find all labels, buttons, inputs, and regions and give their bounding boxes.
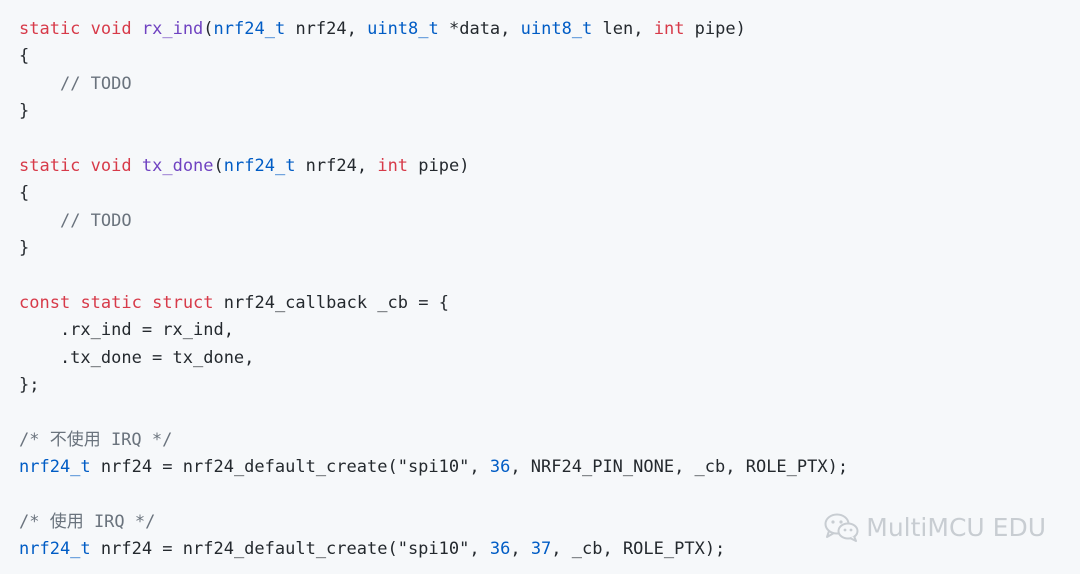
code-line: .rx_ind = rx_ind, bbox=[19, 317, 848, 344]
code-token: void bbox=[90, 155, 132, 176]
code-listing: static void rx_ind(nrf24_t nrf24, uint8_… bbox=[19, 16, 848, 564]
code-line: .tx_done = tx_done, bbox=[19, 345, 848, 372]
code-token: nrf24 = nrf24_default_create( bbox=[90, 539, 398, 560]
code-line: nrf24_t nrf24 = nrf24_default_create("sp… bbox=[19, 454, 848, 481]
code-token: // TODO bbox=[59, 73, 132, 94]
code-token: nrf24, bbox=[285, 19, 368, 39]
code-token: nrf24, bbox=[295, 155, 378, 176]
code-token: nrf24_callback _cb = { bbox=[213, 292, 449, 313]
code-token: nrf24_t bbox=[19, 457, 91, 478]
code-token: uint8_t bbox=[520, 19, 593, 39]
code-token: struct bbox=[152, 292, 214, 313]
wechat-icon bbox=[824, 513, 859, 542]
code-line bbox=[19, 126, 848, 153]
code-token: // TODO bbox=[59, 210, 132, 231]
code-line: /* 不使用 IRQ */ bbox=[19, 427, 848, 454]
code-token: /* 不使用 IRQ */ bbox=[19, 429, 173, 450]
code-line: /* 使用 IRQ */ bbox=[19, 509, 848, 536]
code-token: , bbox=[510, 539, 531, 560]
code-token bbox=[70, 293, 80, 313]
code-token bbox=[142, 293, 152, 313]
code-token: *data, bbox=[438, 19, 521, 39]
code-line bbox=[19, 482, 848, 509]
code-token: , bbox=[469, 457, 490, 478]
code-line: const static struct nrf24_callback _cb =… bbox=[19, 290, 848, 317]
code-line: } bbox=[19, 235, 848, 262]
code-token: static bbox=[80, 292, 142, 313]
code-token: static bbox=[19, 19, 81, 39]
code-token: { bbox=[19, 46, 30, 67]
code-line: }; bbox=[19, 372, 848, 399]
code-token: nrf24_t bbox=[19, 539, 91, 560]
code-token: .tx_done = tx_done, bbox=[19, 347, 255, 368]
code-line bbox=[19, 263, 848, 290]
code-token: uint8_t bbox=[367, 19, 439, 39]
watermark: MultiMCU EDU bbox=[824, 512, 1046, 542]
code-token: "spi10" bbox=[397, 457, 470, 478]
code-line: { bbox=[19, 180, 848, 207]
code-token: } bbox=[19, 238, 30, 259]
code-token: len, bbox=[592, 19, 654, 39]
code-token: pipe) bbox=[684, 19, 746, 39]
code-token bbox=[80, 156, 90, 176]
code-token bbox=[80, 19, 90, 39]
code-token bbox=[132, 156, 142, 176]
code-token: const bbox=[19, 292, 71, 313]
code-token: { bbox=[19, 183, 30, 204]
code-token: tx_done bbox=[141, 155, 214, 176]
code-token: ( bbox=[203, 19, 214, 39]
code-token bbox=[19, 74, 60, 94]
code-token: void bbox=[90, 19, 132, 39]
code-token: nrf24_t bbox=[213, 19, 286, 39]
code-line: { bbox=[19, 43, 848, 70]
code-line: nrf24_t nrf24 = nrf24_default_create("sp… bbox=[19, 536, 848, 563]
code-line: // TODO bbox=[19, 71, 848, 98]
code-token: "spi10" bbox=[397, 539, 470, 560]
code-line: static void tx_done(nrf24_t nrf24, int p… bbox=[19, 153, 848, 180]
code-token: int bbox=[377, 155, 409, 176]
code-token: 37 bbox=[530, 539, 552, 560]
code-line: static void rx_ind(nrf24_t nrf24, uint8_… bbox=[19, 16, 848, 43]
code-token bbox=[132, 19, 142, 39]
code-line bbox=[19, 399, 848, 426]
code-token: rx_ind bbox=[141, 19, 204, 39]
code-token: .rx_ind = rx_ind, bbox=[19, 320, 234, 341]
watermark-text: MultiMCU EDU bbox=[866, 512, 1046, 542]
code-token: static bbox=[19, 155, 81, 176]
code-token: , NRF24_PIN_NONE, _cb, ROLE_PTX); bbox=[510, 457, 849, 478]
code-token: nrf24 = nrf24_default_create( bbox=[90, 457, 398, 478]
code-token: , _cb, ROLE_PTX); bbox=[551, 539, 726, 560]
code-line: } bbox=[19, 98, 848, 125]
code-token bbox=[19, 211, 60, 231]
code-token: int bbox=[653, 19, 685, 39]
code-token: 36 bbox=[489, 457, 511, 478]
code-token: ( bbox=[213, 155, 224, 176]
code-token: pipe) bbox=[408, 155, 470, 176]
code-token: 36 bbox=[489, 539, 511, 560]
code-token: , bbox=[469, 539, 490, 560]
code-token: /* 使用 IRQ */ bbox=[19, 512, 156, 533]
code-token: nrf24_t bbox=[223, 155, 296, 176]
code-token: }; bbox=[19, 375, 40, 396]
code-token: } bbox=[19, 101, 30, 122]
code-line: // TODO bbox=[19, 208, 848, 235]
